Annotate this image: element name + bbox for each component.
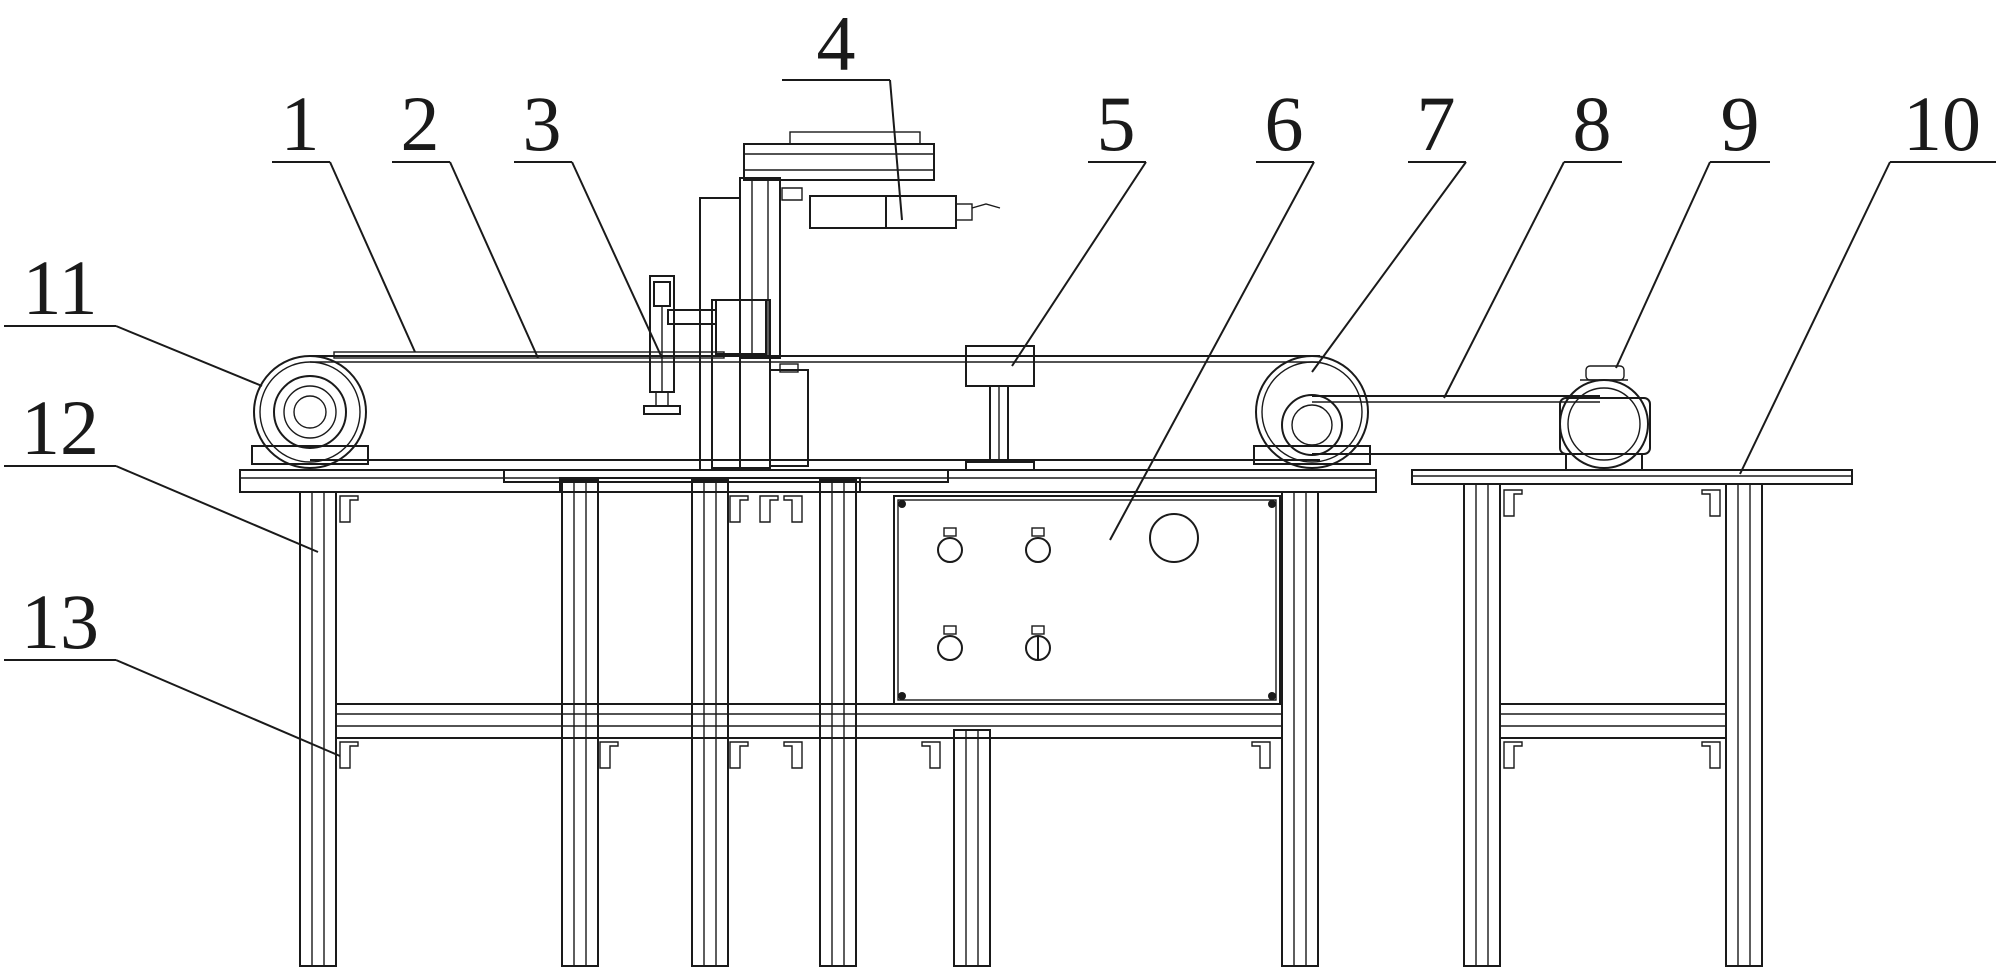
control-switch bbox=[1025, 625, 1051, 661]
conveyor bbox=[251, 351, 1371, 469]
control-knob bbox=[1025, 527, 1051, 563]
crossbars bbox=[335, 703, 1283, 739]
right-table-frame bbox=[1411, 469, 1853, 967]
label-3: 3 bbox=[523, 80, 562, 167]
corner-brackets bbox=[339, 495, 1271, 769]
label-12: 12 bbox=[21, 384, 99, 471]
base-plate bbox=[503, 469, 949, 483]
main-table-frame bbox=[239, 469, 1377, 967]
label-9: 9 bbox=[1721, 80, 1760, 167]
control-knob bbox=[937, 625, 963, 661]
part-labels: 1 2 3 4 5 6 7 8 9 10 11 12 13 bbox=[21, 0, 1981, 665]
table-legs bbox=[299, 479, 1319, 967]
dispensing-head bbox=[643, 275, 681, 415]
control-box bbox=[893, 495, 1281, 705]
label-6: 6 bbox=[1265, 80, 1304, 167]
label-7: 7 bbox=[1417, 80, 1456, 167]
right-roller bbox=[1253, 355, 1371, 469]
leader-lines bbox=[4, 79, 1996, 757]
label-8: 8 bbox=[1573, 80, 1612, 167]
label-1: 1 bbox=[281, 80, 320, 167]
indicator-lamp bbox=[1149, 513, 1199, 563]
label-4: 4 bbox=[817, 0, 856, 87]
label-10: 10 bbox=[1903, 80, 1981, 167]
motor bbox=[1559, 365, 1651, 471]
label-5: 5 bbox=[1097, 80, 1136, 167]
sensor bbox=[965, 345, 1035, 471]
label-11: 11 bbox=[22, 244, 97, 331]
control-knob bbox=[937, 527, 963, 563]
tool-cylinder bbox=[781, 187, 1001, 229]
label-2: 2 bbox=[401, 80, 440, 167]
label-13: 13 bbox=[21, 578, 99, 665]
gantry bbox=[667, 131, 1001, 471]
left-roller bbox=[251, 355, 369, 469]
drive-belt bbox=[1312, 395, 1600, 455]
